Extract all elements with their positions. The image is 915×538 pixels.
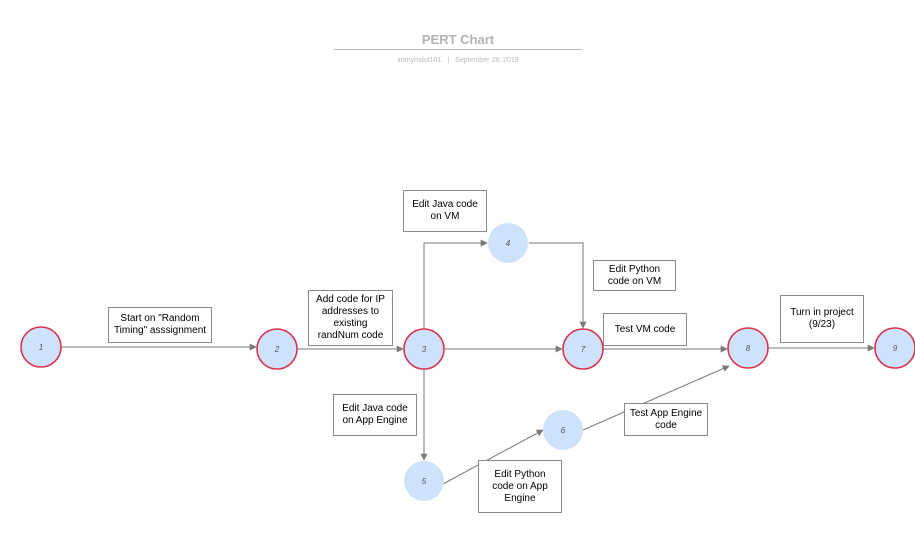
- node-6: 6: [543, 410, 583, 450]
- node-label-9: 9: [893, 344, 898, 353]
- edges-layer: [61, 239, 875, 485]
- edge-4-to-7: [529, 242, 587, 329]
- node-label-7: 7: [581, 345, 586, 354]
- title-divider: [334, 49, 582, 50]
- node-circle-5: [404, 461, 444, 501]
- node-2: 2: [256, 328, 298, 370]
- task-edit-python-app-engine: Edit Python code on App Engine: [478, 460, 562, 513]
- task-start-random-timing: Start on "Random Timing" asssignment: [108, 307, 212, 343]
- node-circle-4: [488, 223, 528, 263]
- task-edit-java-vm: Edit Java code on VM: [403, 190, 487, 232]
- edge-5-to-6: [442, 429, 544, 485]
- node-label-4: 4: [506, 239, 511, 248]
- subtitle-separator: |: [447, 57, 450, 64]
- edge-3-to-4: [423, 239, 488, 329]
- page-title: PERT Chart: [421, 32, 495, 47]
- node-circle-8: [727, 327, 769, 369]
- chart-date: September 28, 2019: [455, 57, 519, 64]
- page-subtitle: immymdot101 | September 28, 2019: [334, 57, 582, 64]
- node-3: 3: [403, 328, 445, 370]
- node-label-5: 5: [422, 477, 427, 486]
- node-7: 7: [562, 328, 604, 370]
- node-circle-6: [543, 410, 583, 450]
- node-circle-1: [20, 326, 62, 368]
- node-label-2: 2: [274, 345, 280, 354]
- task-edit-java-app-engine: Edit Java code on App Engine: [333, 394, 417, 436]
- node-circle-2: [256, 328, 298, 370]
- task-test-app-engine: Test App Engine code: [624, 403, 708, 436]
- node-9: 9: [874, 327, 915, 369]
- node-label-8: 8: [746, 344, 751, 353]
- task-add-ip-code: Add code for IP addresses to existing ra…: [308, 290, 393, 346]
- node-1: 1: [20, 326, 62, 368]
- node-5: 5: [404, 461, 444, 501]
- node-circle-7: [562, 328, 604, 370]
- node-8: 8: [727, 327, 769, 369]
- node-label-6: 6: [561, 426, 566, 435]
- node-label-3: 3: [422, 345, 427, 354]
- node-4: 4: [488, 223, 528, 263]
- task-test-vm: Test VM code: [603, 313, 687, 346]
- node-circle-9: [874, 327, 915, 369]
- node-circle-3: [403, 328, 445, 370]
- edge-6-to-8: [582, 365, 730, 431]
- node-label-1: 1: [39, 343, 43, 352]
- nodes-layer: 1 2 3 4 5 6 7 8 9: [20, 223, 915, 501]
- author-name: immymdot101: [397, 57, 442, 64]
- task-turn-in-project: Turn in project (9/23): [780, 295, 864, 343]
- task-edit-python-vm: Edit Python code on VM: [593, 260, 676, 291]
